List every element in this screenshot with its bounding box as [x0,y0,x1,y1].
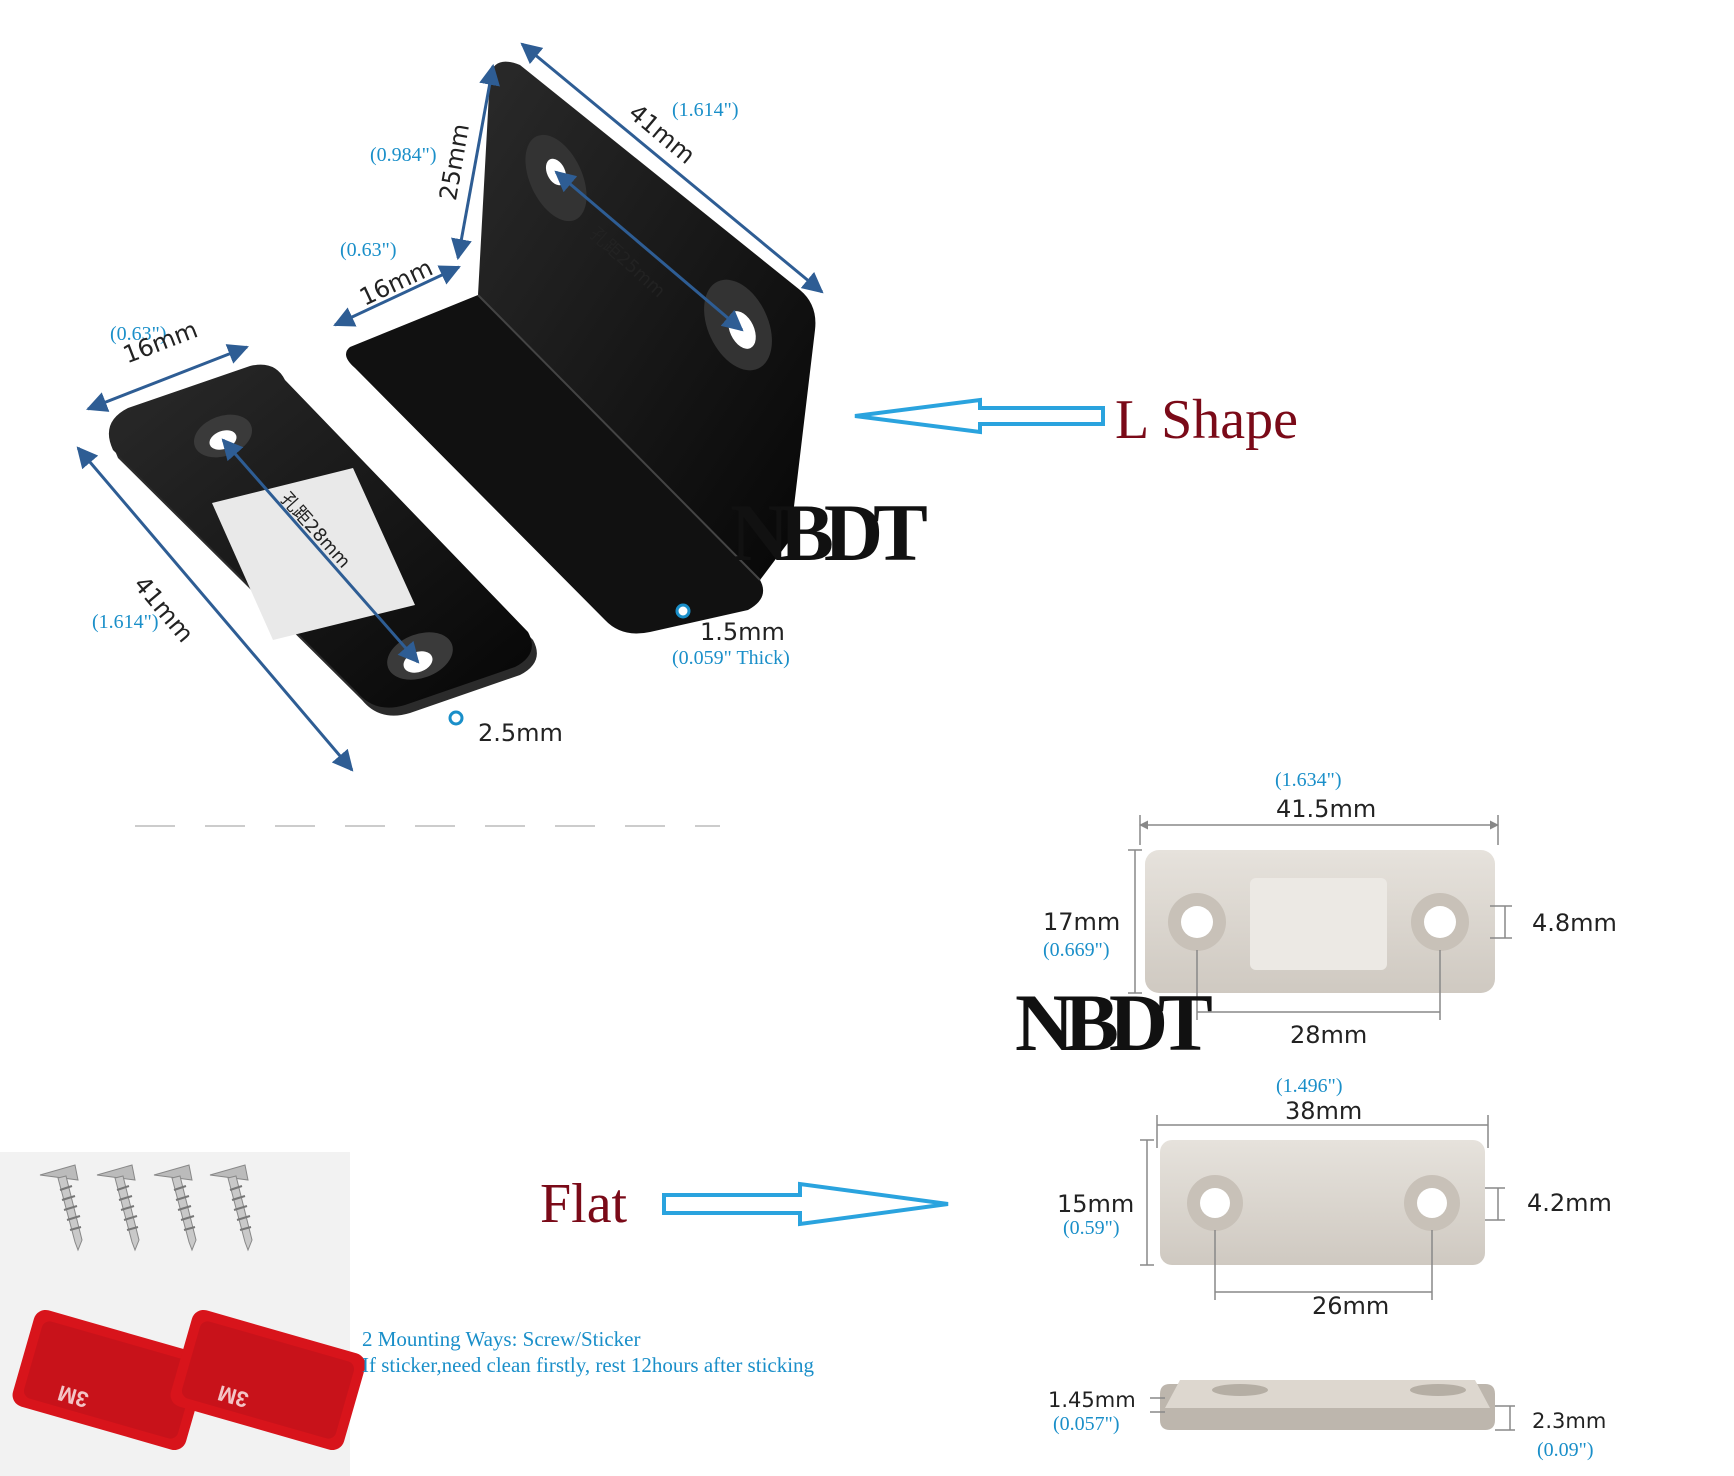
flat-large-pitch-mm: 28mm [1290,1021,1368,1049]
plate-width-dimension-line [86,344,249,412]
brand-logo-bottom: NBDT [1015,977,1213,1068]
side-view-dimension-lines [1150,1397,1515,1431]
bracket-length-inch: (1.614") [672,99,739,121]
bracket-height-inch: (0.984") [370,144,437,166]
flat-large-hole-mm: 4.8mm [1532,909,1617,937]
bracket-thickness-mm: 1.5mm [700,618,785,646]
brand-logo-top: NBDT [730,487,928,578]
flat-small-height-inch: (0.59") [1063,1217,1120,1239]
screws-image [0,1152,350,1300]
bracket-thickness-marker [675,603,691,619]
side-right-mm: 2.3mm [1532,1409,1607,1433]
flat-large-height-inch: (0.669") [1043,939,1110,961]
flat-small-width-mm: 38mm [1285,1097,1363,1125]
flat-small-width-inch: (1.496") [1276,1075,1343,1097]
flat-small-hole-mm: 4.2mm [1527,1189,1612,1217]
bracket-depth-inch: (0.63") [340,239,397,261]
flat-large-width-inch: (1.634") [1275,769,1342,791]
bracket-thickness-inch: (0.059" Thick) [672,647,790,669]
mounting-note-line2: If sticker,need clean firstly, rest 12ho… [362,1353,815,1377]
bracket-length-dimension-line [520,42,824,294]
flat-large-dimension-lines [1128,815,1512,1020]
sticker-pads-image [0,1300,366,1476]
plate-width-inch: (0.63") [110,323,167,345]
flat-large-width-mm: 41.5mm [1276,795,1377,823]
flat-small-pitch-mm: 26mm [1312,1292,1390,1320]
l-shape-label: L Shape [1115,389,1298,451]
flat-large-height-mm: 17mm [1043,908,1121,936]
plate-thickness-mm: 2.5mm [478,719,563,747]
plate-length-dimension-line [76,446,354,772]
plate-thickness-marker [448,710,464,726]
flat-plate-side-view [1160,1380,1495,1430]
bracket-height-dimension-line [451,63,500,261]
mounting-note-line1: 2 Mounting Ways: Screw/Sticker [362,1327,641,1351]
plate-length-inch: (1.614") [92,611,159,633]
side-right-inch: (0.09") [1537,1439,1594,1461]
flat-arrow [662,1181,949,1227]
side-left-inch: (0.057") [1053,1413,1120,1435]
flat-label: Flat [540,1173,628,1235]
flat-plate-small [1160,1140,1485,1265]
side-left-mm: 1.45mm [1048,1388,1136,1412]
flat-small-dimension-lines [1140,1115,1505,1300]
flat-plate-large [1145,850,1495,993]
flat-small-height-mm: 15mm [1057,1190,1135,1218]
l-shape-arrow [854,397,1105,435]
bracket-depth-dimension-line [333,265,461,327]
